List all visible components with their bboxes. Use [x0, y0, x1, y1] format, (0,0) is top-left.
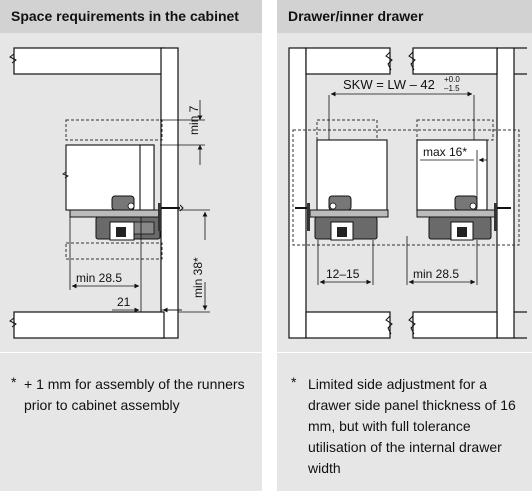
dim-skw-formula: SKW = LW – 42: [343, 77, 435, 92]
cabinet-top-board: [305, 47, 527, 75]
cabinet-side-right: [496, 47, 515, 339]
dim-21-label: 21: [117, 295, 131, 309]
dim-min38: min 38*: [178, 209, 210, 313]
cabinet-top-board: [9, 47, 165, 75]
dim-min28-5: min 28.5: [69, 210, 142, 312]
panel-header: Space requirements in the cabinet: [0, 0, 262, 33]
dim-max16-label: max 16*: [423, 145, 467, 159]
drawer-outline-dashed-inner-right: [416, 119, 494, 141]
dim-skw-tol-lower: –1.5: [444, 84, 460, 93]
dim-12-15-label: 12–15: [326, 267, 360, 281]
panel-space-requirements: Space requirements in the cabinet: [0, 0, 262, 491]
dim-21: 21: [112, 295, 182, 313]
panel-separator: [277, 352, 532, 353]
cabinet-side-left: [288, 47, 307, 339]
dim-max16: max 16*: [420, 145, 487, 205]
footnote-text: Limited side adjustment for a drawer sid…: [308, 376, 516, 476]
dim-min28-5-label: min 28.5: [76, 271, 122, 285]
dim-skw-tol-upper: +0.0: [444, 75, 460, 84]
panel-title: Space requirements in the cabinet: [11, 8, 239, 24]
drawer-outline-dashed: [65, 119, 163, 141]
drawer-side: [62, 144, 155, 211]
runner-left: [295, 195, 389, 241]
cabinet-bottom-board: [305, 311, 527, 339]
footnote-marker: *: [11, 374, 17, 390]
dim-min7-label: min 7: [187, 105, 201, 135]
drawer-bottom-dashed: [65, 242, 163, 260]
panel-title: Drawer/inner drawer: [288, 8, 424, 24]
dim-skw: SKW = LW – 42 +0.0 –1.5: [328, 75, 475, 140]
footnote-marker: *: [291, 374, 297, 390]
panel-separator: [0, 352, 262, 353]
drawer-outline-dashed: [292, 129, 520, 246]
cabinet-diagram: min 7 min 38* min 28.5 21: [9, 47, 210, 339]
footnote-text: + 1 mm for assembly of the runners prior…: [24, 376, 245, 413]
dim-min38-label: min 38*: [191, 257, 205, 298]
panel-drawer-inner-drawer: Drawer/inner drawer: [277, 0, 532, 491]
dim-min28-5-label: min 28.5: [413, 267, 459, 281]
dim-min28-5: min 28.5: [406, 236, 478, 285]
cabinet-side-panel: [160, 47, 179, 339]
cabinet-bottom-board: [9, 311, 165, 339]
dim-12-15: 12–15: [317, 240, 374, 285]
panel-header: Drawer/inner drawer: [277, 0, 532, 33]
runner-assembly: [69, 195, 184, 241]
runner-right: [416, 195, 511, 241]
drawer-diagram: SKW = LW – 42 +0.0 –1.5 max 16* 12–15 mi…: [288, 47, 527, 339]
drawer-side-left: [316, 139, 388, 211]
dim-min7: min 7: [160, 100, 205, 165]
